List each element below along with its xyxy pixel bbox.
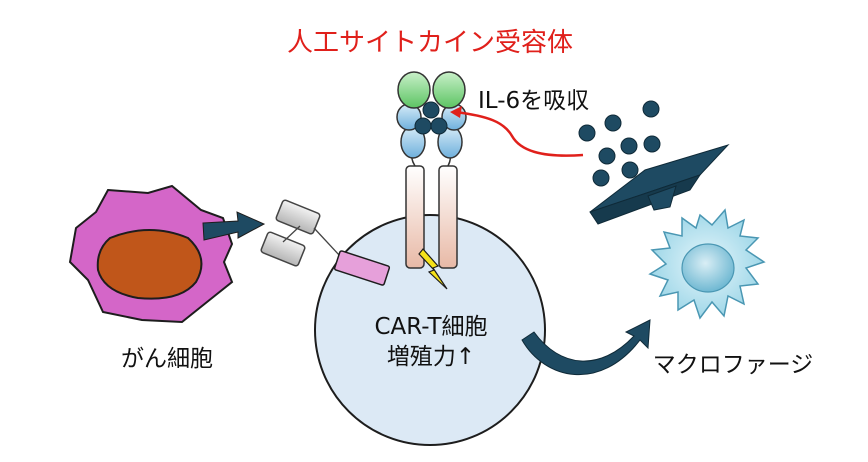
- scfv-fragment-top: [275, 199, 321, 235]
- release-cone: [589, 143, 730, 225]
- macrophage: [648, 208, 766, 320]
- cancer-cell: [68, 184, 266, 324]
- lightning-icon: [418, 248, 448, 290]
- bound-il6-dot: [414, 117, 432, 135]
- proliferation-label: 増殖力↑: [387, 344, 475, 370]
- red-arrowhead: [450, 106, 462, 118]
- free-il6-dot: [621, 161, 639, 179]
- macrophage-nucleus: [681, 243, 735, 293]
- car-t-label: CAR-T細胞: [374, 314, 487, 340]
- red-arrow-icon: [454, 110, 584, 157]
- linker-line-2: [313, 227, 341, 257]
- antigen-arrow-icon: [202, 211, 266, 241]
- receptor-title: 人工サイトカイン受容体: [287, 28, 573, 58]
- free-il6-dot: [598, 147, 616, 165]
- cancer-nucleus: [96, 229, 203, 300]
- free-il6-dot: [604, 114, 622, 132]
- receptor-stalk-right: [438, 165, 458, 269]
- free-il6-cluster: [578, 100, 661, 187]
- free-il6-dot: [592, 169, 610, 187]
- receptor-green-domain-left: [397, 71, 431, 109]
- receptor-green-domain-right: [432, 71, 466, 109]
- bound-il6-dot: [430, 117, 448, 135]
- release-cone-stem: [647, 185, 677, 211]
- scfv-fragment-bottom: [260, 231, 306, 267]
- il6-absorb-label: IL-6を吸収: [478, 88, 589, 114]
- linker-line-1: [282, 225, 301, 243]
- bound-il6-dot: [422, 101, 440, 119]
- free-il6-dot: [642, 100, 660, 118]
- car-transmembrane: [333, 250, 391, 286]
- car-binding-domain: [260, 199, 341, 267]
- free-il6-dot: [578, 124, 596, 142]
- curved-arrow-icon: [521, 319, 651, 376]
- free-il6-dot: [620, 137, 638, 155]
- free-il6-dot: [643, 135, 661, 153]
- cancer-cell-label: がん細胞: [121, 346, 213, 372]
- cytokine-receptor: [396, 71, 467, 269]
- macrophage-label: マクロファージ: [653, 352, 814, 378]
